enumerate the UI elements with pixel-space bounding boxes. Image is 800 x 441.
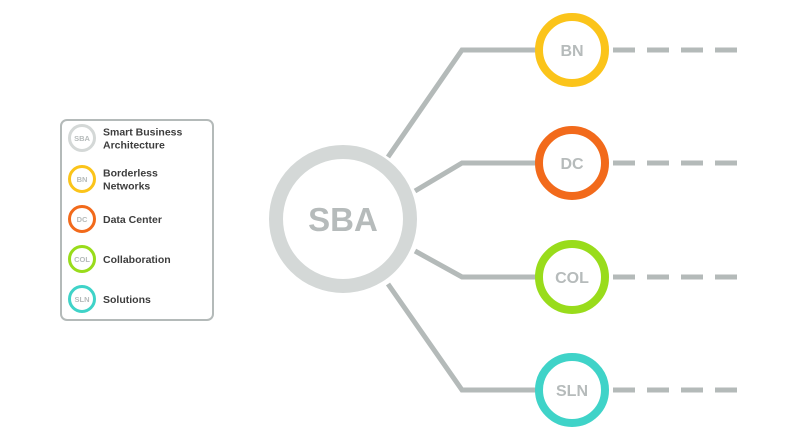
legend-swatch-bn bbox=[68, 165, 96, 193]
branch-circle-bn bbox=[535, 13, 609, 87]
legend-label-col: Collaboration bbox=[103, 254, 171, 266]
branch-nodes: BN DC COL SLN bbox=[535, 13, 609, 427]
legend-abbr-sba: SBA bbox=[74, 134, 90, 143]
connector-sln bbox=[385, 282, 539, 393]
legend-label-dc: Data Center bbox=[103, 214, 162, 226]
branch-node-col: COL bbox=[535, 240, 609, 314]
legend-label-bn: Networks bbox=[103, 181, 150, 193]
branch-label-col: COL bbox=[555, 270, 589, 287]
hub-circle bbox=[269, 145, 417, 293]
legend-label-sba: Architecture bbox=[103, 140, 165, 152]
legend-item-sln: SLN Solutions bbox=[68, 285, 151, 313]
hub-label: SBA bbox=[308, 201, 378, 238]
legend-label-sln: Solutions bbox=[103, 294, 151, 306]
legend-item-col: COL Collaboration bbox=[68, 245, 171, 273]
connector-dc bbox=[413, 160, 539, 194]
branch-circle-col bbox=[535, 240, 609, 314]
legend-label-sba: Smart Business bbox=[103, 127, 183, 139]
branch-node-sln: SLN bbox=[535, 353, 609, 427]
connectors bbox=[385, 47, 740, 393]
legend-abbr-col: COL bbox=[74, 255, 90, 264]
legend-swatch-sba bbox=[68, 124, 96, 152]
legend-swatch-col bbox=[68, 245, 96, 273]
branch-label-bn: BN bbox=[560, 43, 583, 60]
legend-abbr-sln: SLN bbox=[75, 295, 90, 304]
legend-swatch-dc bbox=[68, 205, 96, 233]
connector-col bbox=[413, 248, 539, 280]
branch-node-dc: DC bbox=[535, 126, 609, 200]
legend-abbr-dc: DC bbox=[77, 215, 88, 224]
legend-swatch-sln bbox=[68, 285, 96, 313]
legend-abbr-bn: BN bbox=[77, 175, 88, 184]
branch-label-sln: SLN bbox=[556, 383, 588, 400]
branch-circle-sln bbox=[535, 353, 609, 427]
branch-node-bn: BN bbox=[535, 13, 609, 87]
hub-node: SBA bbox=[269, 145, 417, 293]
branch-label-dc: DC bbox=[560, 156, 584, 173]
legend-item-dc: DC Data Center bbox=[68, 205, 162, 233]
branch-circle-dc bbox=[535, 126, 609, 200]
connector-bn bbox=[385, 47, 539, 159]
legend-box bbox=[60, 119, 214, 321]
legend-label-bn: Borderless bbox=[103, 168, 158, 180]
